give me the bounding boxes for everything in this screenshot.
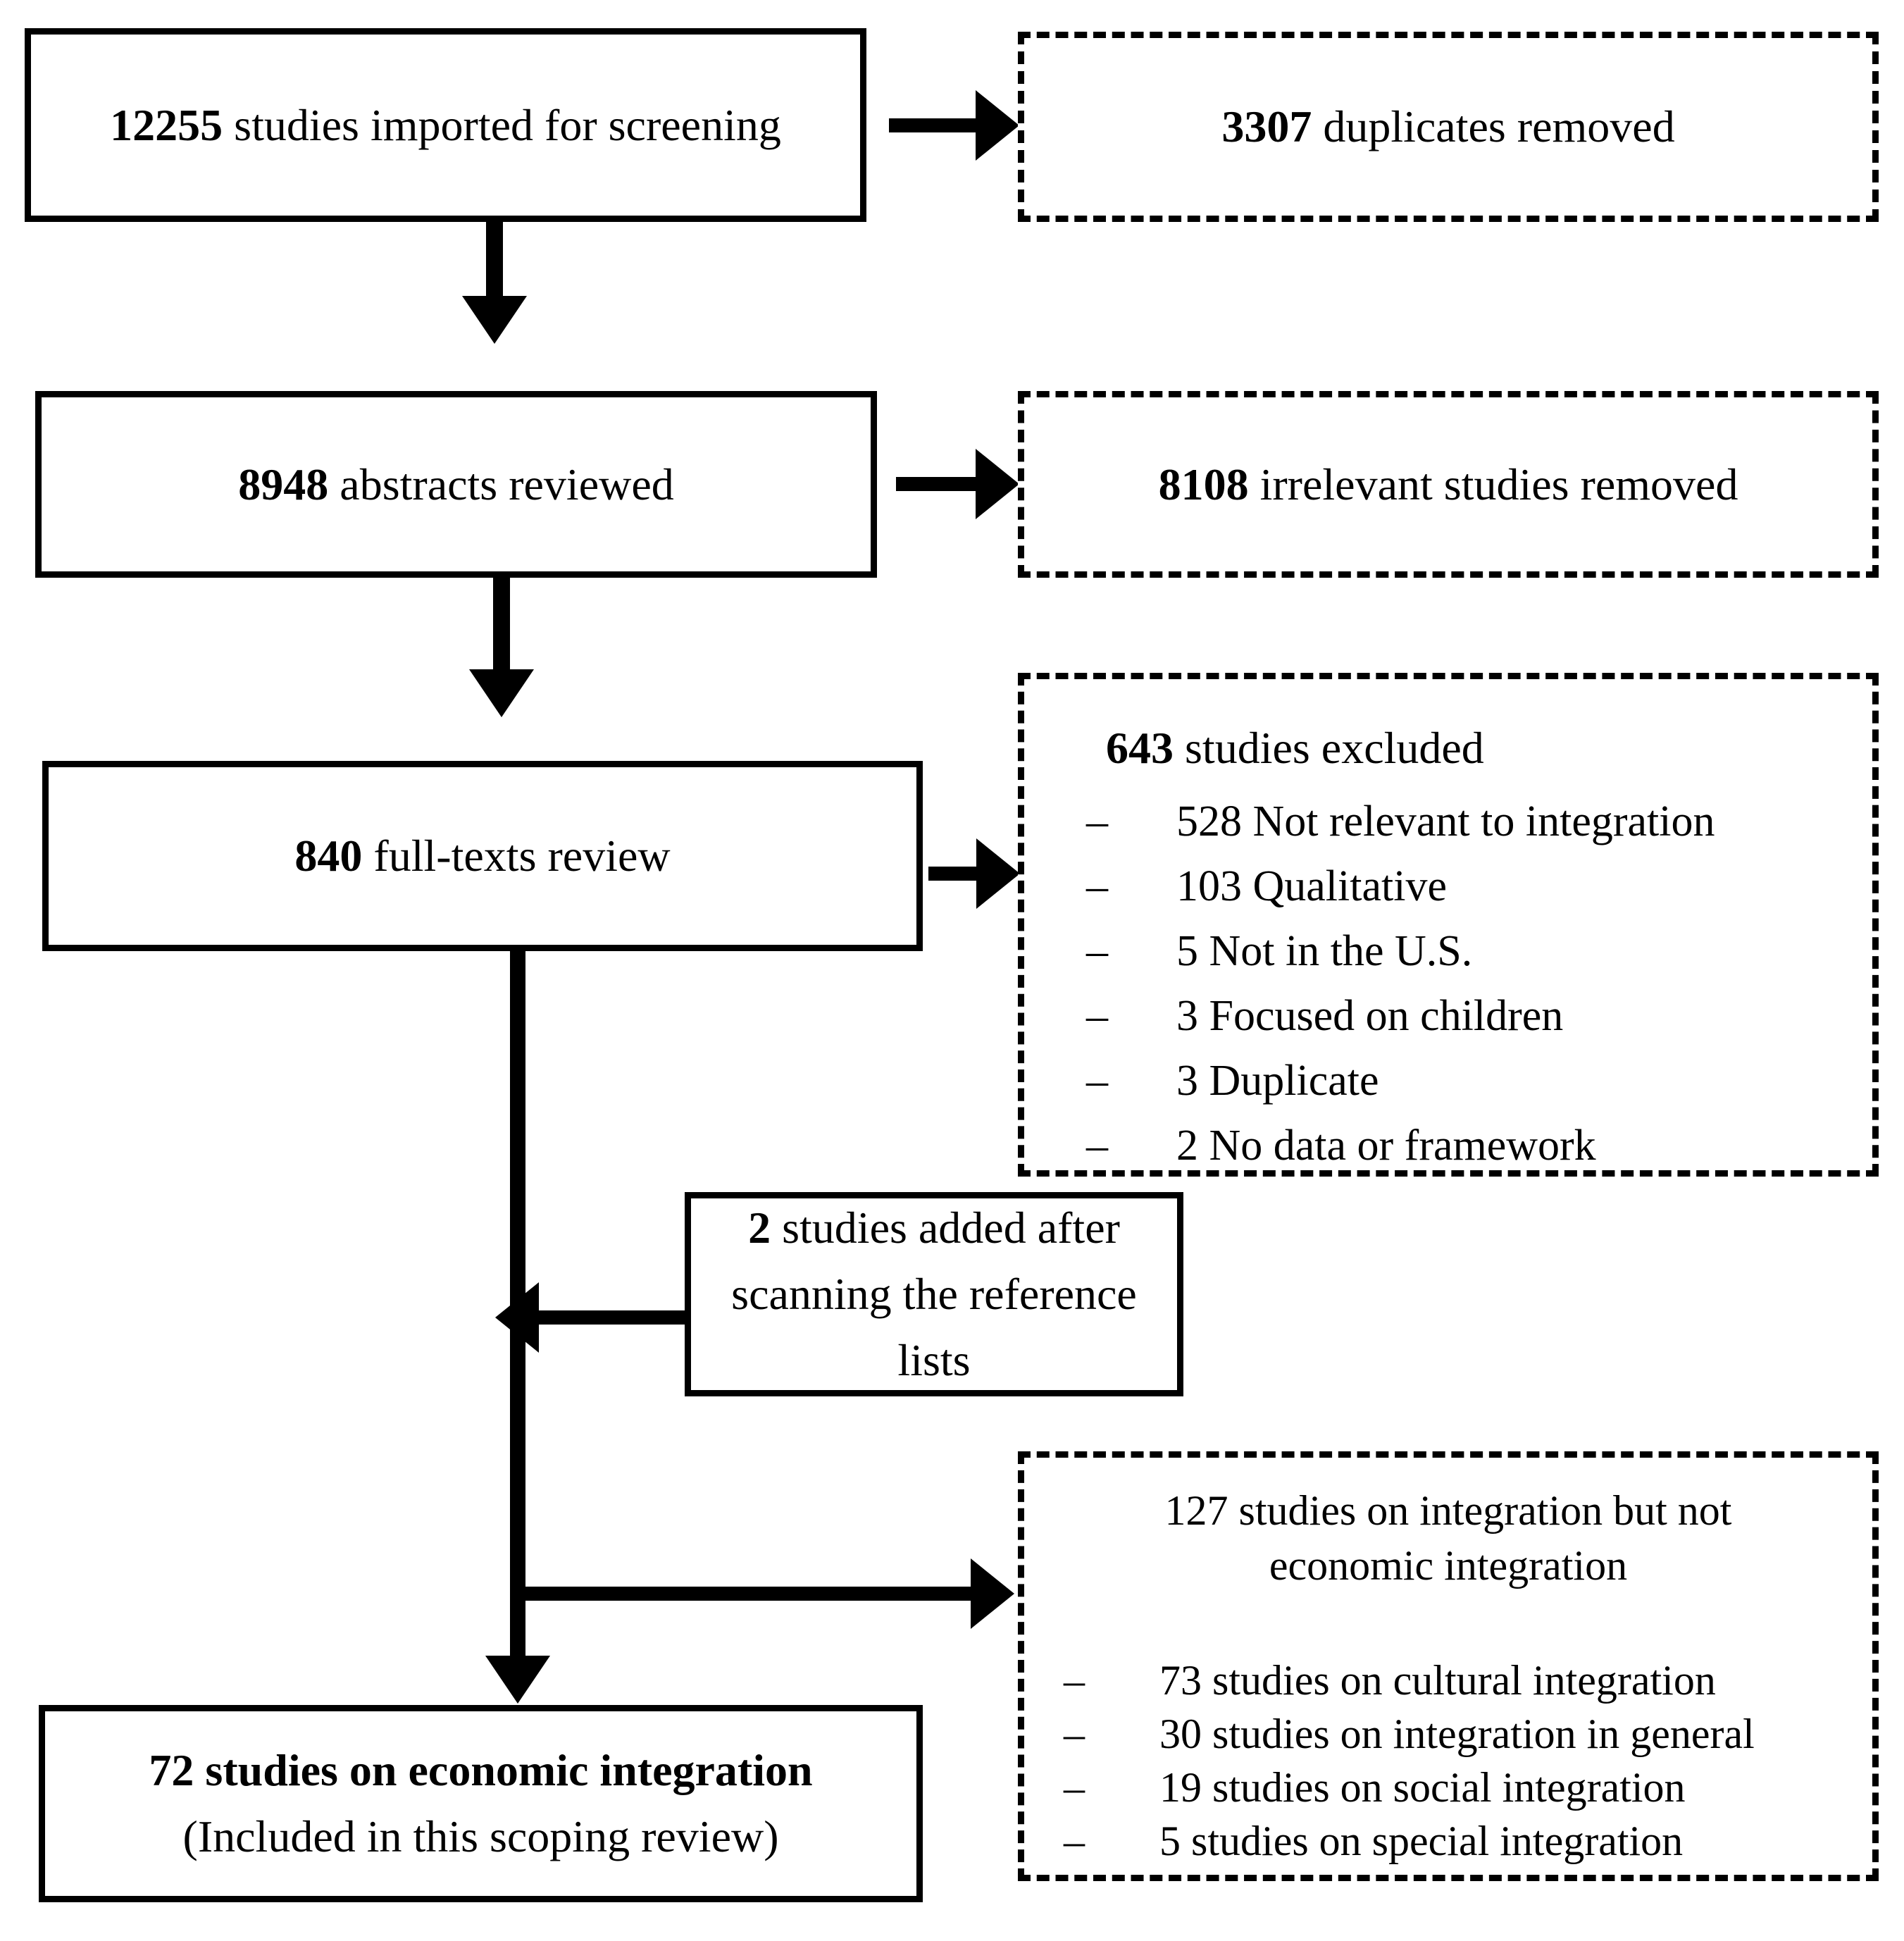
excluded-text: studies excluded [1174, 723, 1484, 773]
added-line2: scanning the reference [731, 1269, 1137, 1319]
excluded-item-label: 2 No data or framework [1176, 1122, 1596, 1170]
fulltexts-text: full-texts review [362, 831, 671, 881]
dash-bullet: – [1064, 1764, 1085, 1811]
imported-text: studies imported for screening [223, 99, 781, 150]
not-economic-item-label: 30 studies on integration in general [1159, 1711, 1755, 1757]
excluded-item: – 5 Not in the U.S. [1086, 919, 1855, 984]
fulltexts-count: 840 [294, 831, 363, 881]
excluded-item: – 3 Focused on children [1086, 984, 1855, 1048]
arrow-right-irrelevant-head [976, 449, 1019, 519]
excluded-item-label: 3 Duplicate [1176, 1057, 1379, 1105]
box-studies-imported-label: 12255 studies imported for screening [110, 92, 781, 159]
box-fulltexts-review-label: 840 full-texts review [294, 823, 670, 889]
arrow-right-duplicates-stem [889, 118, 977, 132]
box-duplicates-removed: 3307 duplicates removed [1018, 32, 1879, 222]
included-line1: 72 studies on economic integration [149, 1745, 813, 1795]
box-studies-added: 2 studies added after scanning the refer… [685, 1192, 1183, 1396]
arrow-right-excluded-head [976, 838, 1020, 909]
dash-bullet: – [1086, 927, 1108, 975]
added-line3: lists [897, 1335, 971, 1385]
added-count: 2 [748, 1203, 771, 1253]
arrow-right-irrelevant-stem [896, 477, 977, 491]
arrow-down-long-head [485, 1656, 550, 1704]
dash-bullet: – [1086, 798, 1108, 845]
added-line1: 2 studies added after [748, 1195, 1120, 1261]
dash-bullet: – [1086, 992, 1108, 1040]
not-economic-content: 127 studies on integration but not econo… [1024, 1458, 1872, 1868]
spacer [1024, 1593, 1872, 1654]
not-economic-item: – 73 studies on cultural integration [1064, 1654, 1872, 1707]
abstracts-text: abstracts reviewed [328, 459, 674, 509]
arrow-right-noneconomic-head [971, 1558, 1014, 1629]
box-fulltexts-review: 840 full-texts review [42, 761, 923, 951]
not-economic-item-label: 73 studies on cultural integration [1159, 1657, 1716, 1704]
excluded-title: 643 studies excluded [1086, 716, 1855, 781]
not-economic-list: – 73 studies on cultural integration – 3… [1024, 1654, 1872, 1868]
box-studies-imported: 12255 studies imported for screening [25, 28, 866, 222]
box-abstracts-reviewed-label: 8948 abstracts reviewed [238, 452, 673, 518]
excluded-item: – 2 No data or framework [1086, 1113, 1855, 1178]
not-economic-title-line2: economic integration [1269, 1542, 1628, 1589]
excluded-item-label: 528 Not relevant to integration [1176, 798, 1715, 845]
dash-bullet: – [1086, 862, 1108, 910]
excluded-item-label: 5 Not in the U.S. [1176, 927, 1473, 975]
dash-bullet: – [1086, 1057, 1108, 1105]
not-economic-item: – 5 studies on special integration [1064, 1814, 1872, 1868]
excluded-item: – 528 Not relevant to integration [1086, 789, 1855, 854]
duplicates-text: duplicates removed [1312, 101, 1675, 151]
arrow-right-noneconomic-stem [518, 1587, 972, 1601]
not-economic-item-label: 5 studies on special integration [1159, 1818, 1684, 1864]
not-economic-title-line1: 127 studies on integration but not [1164, 1487, 1732, 1534]
arrow-down-2-head [469, 669, 534, 717]
box-irrelevant-removed: 8108 irrelevant studies removed [1018, 391, 1879, 578]
arrow-down-1-stem [486, 222, 503, 296]
irrelevant-count: 8108 [1158, 459, 1249, 509]
arrow-right-duplicates-head [976, 90, 1019, 161]
dash-bullet: – [1064, 1657, 1085, 1704]
excluded-item: – 103 Qualitative [1086, 854, 1855, 919]
box-not-economic: 127 studies on integration but not econo… [1018, 1451, 1879, 1881]
box-duplicates-removed-label: 3307 duplicates removed [1221, 101, 1674, 153]
abstracts-count: 8948 [238, 459, 329, 509]
not-economic-item: – 30 studies on integration in general [1064, 1707, 1872, 1761]
arrow-down-2-stem [493, 578, 510, 669]
box-studies-excluded: 643 studies excluded – 528 Not relevant … [1018, 673, 1879, 1177]
irrelevant-text: irrelevant studies removed [1248, 459, 1738, 509]
not-economic-item-label: 19 studies on social integration [1159, 1764, 1686, 1811]
arrow-down-1-head [462, 296, 527, 344]
arrow-right-excluded-stem [928, 867, 978, 881]
added-text: studies added after [771, 1203, 1120, 1253]
box-included: 72 studies on economic integration (Incl… [39, 1705, 923, 1902]
arrow-left-added-head [495, 1282, 539, 1353]
dash-bullet: – [1086, 1122, 1108, 1170]
arrow-left-added-stem [539, 1310, 685, 1325]
not-economic-item: – 19 studies on social integration [1064, 1761, 1872, 1814]
excluded-item-label: 3 Focused on children [1176, 992, 1564, 1040]
excluded-item: – 3 Duplicate [1086, 1048, 1855, 1113]
excluded-item-label: 103 Qualitative [1176, 862, 1447, 910]
duplicates-count: 3307 [1221, 101, 1312, 151]
dash-bullet: – [1064, 1818, 1085, 1864]
not-economic-title: 127 studies on integration but not econo… [1024, 1483, 1872, 1593]
excluded-count: 643 [1106, 723, 1174, 773]
excluded-content: 643 studies excluded – 528 Not relevant … [1024, 679, 1872, 1178]
dash-bullet: – [1064, 1711, 1085, 1757]
included-line2: (Included in this scoping review) [182, 1811, 779, 1861]
box-irrelevant-removed-label: 8108 irrelevant studies removed [1159, 459, 1738, 511]
box-abstracts-reviewed: 8948 abstracts reviewed [35, 391, 877, 578]
imported-count: 12255 [110, 99, 223, 150]
